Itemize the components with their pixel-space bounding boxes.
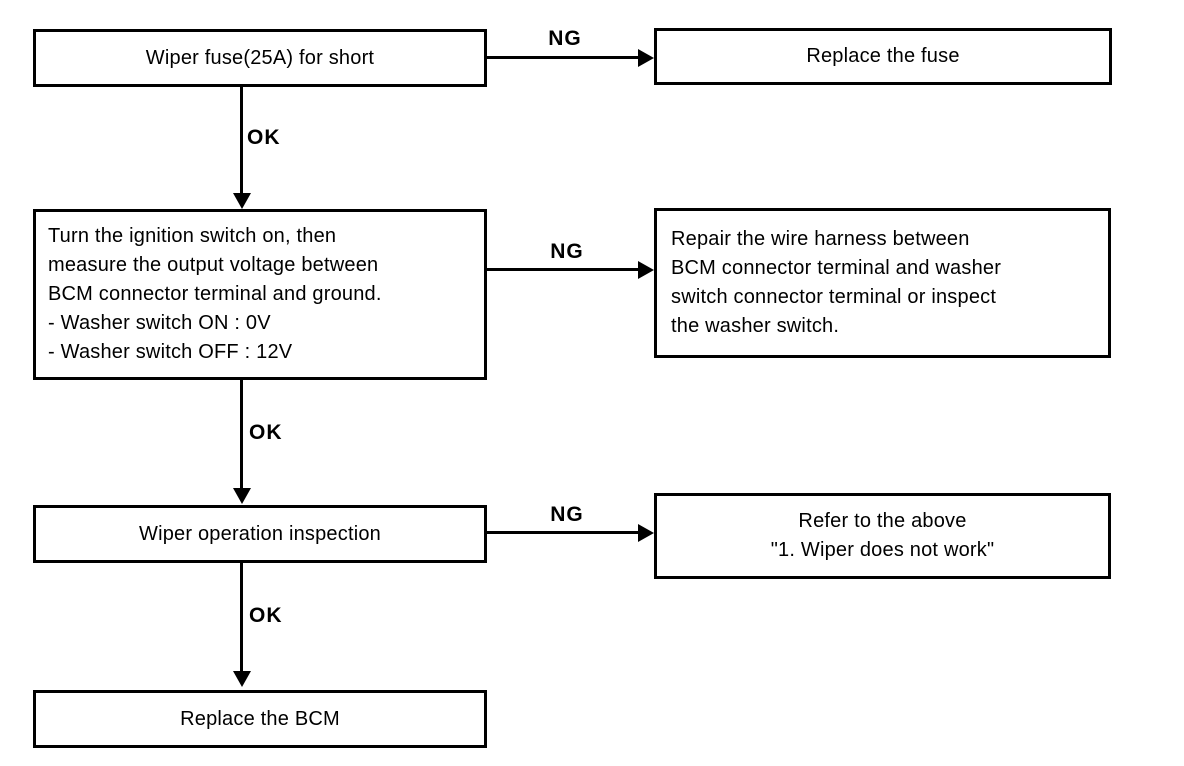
node-refer-above: Refer to the above "1. Wiper does not wo… xyxy=(654,493,1111,579)
node-replace-fuse: Replace the fuse xyxy=(654,28,1112,85)
node-ignition-voltage-check: Turn the ignition switch on, then measur… xyxy=(33,209,487,380)
node-wiper-fuse-text: Wiper fuse(25A) for short xyxy=(145,46,375,69)
ng-connector-line-1 xyxy=(487,56,639,59)
node-replace-fuse-text: Replace the fuse xyxy=(806,45,960,67)
node-ignition-line: BCM connector terminal and ground. xyxy=(48,283,382,305)
ok-label-3: OK xyxy=(249,604,283,627)
node-repair-harness-line: Repair the wire harness between xyxy=(671,228,970,250)
node-replace-bcm: Replace the BCM xyxy=(33,690,487,748)
ng-label-3: NG xyxy=(550,503,584,526)
node-refer-above-line: Refer to the above xyxy=(798,510,967,532)
arrowhead-right-icon xyxy=(638,524,654,542)
ok-label-1: OK xyxy=(247,126,281,149)
ng-label-1: NG xyxy=(548,27,582,50)
arrowhead-down-icon xyxy=(233,488,251,504)
node-repair-harness-line: BCM connector terminal and washer xyxy=(671,257,1002,279)
ng-label-2: NG xyxy=(550,240,584,263)
arrowhead-down-icon xyxy=(233,671,251,687)
arrowhead-down-icon xyxy=(233,193,251,209)
node-replace-bcm-text: Replace the BCM xyxy=(180,707,340,730)
node-repair-harness-line: the washer switch. xyxy=(671,315,840,337)
ok-connector-line-1 xyxy=(240,87,243,195)
ng-connector-line-3 xyxy=(487,531,639,534)
arrowhead-right-icon xyxy=(638,261,654,279)
node-ignition-line: - Washer switch OFF : 12V xyxy=(48,341,293,363)
node-refer-above-line: "1. Wiper does not work" xyxy=(770,539,995,561)
node-wiper-fuse: Wiper fuse(25A) for short xyxy=(33,29,487,87)
node-ignition-line: - Washer switch ON : 0V xyxy=(48,312,271,334)
ok-connector-line-2 xyxy=(240,380,243,490)
node-repair-harness-line: switch connector terminal or inspect xyxy=(671,286,997,308)
node-wiper-operation-text: Wiper operation inspection xyxy=(139,522,381,545)
ok-label-2: OK xyxy=(249,421,283,444)
node-ignition-line: measure the output voltage between xyxy=(48,254,379,276)
ng-connector-line-2 xyxy=(487,268,639,271)
node-wiper-operation: Wiper operation inspection xyxy=(33,505,487,563)
node-ignition-line: Turn the ignition switch on, then xyxy=(48,225,337,247)
ok-connector-line-3 xyxy=(240,563,243,673)
node-repair-harness: Repair the wire harness between BCM conn… xyxy=(654,208,1111,358)
arrowhead-right-icon xyxy=(638,49,654,67)
